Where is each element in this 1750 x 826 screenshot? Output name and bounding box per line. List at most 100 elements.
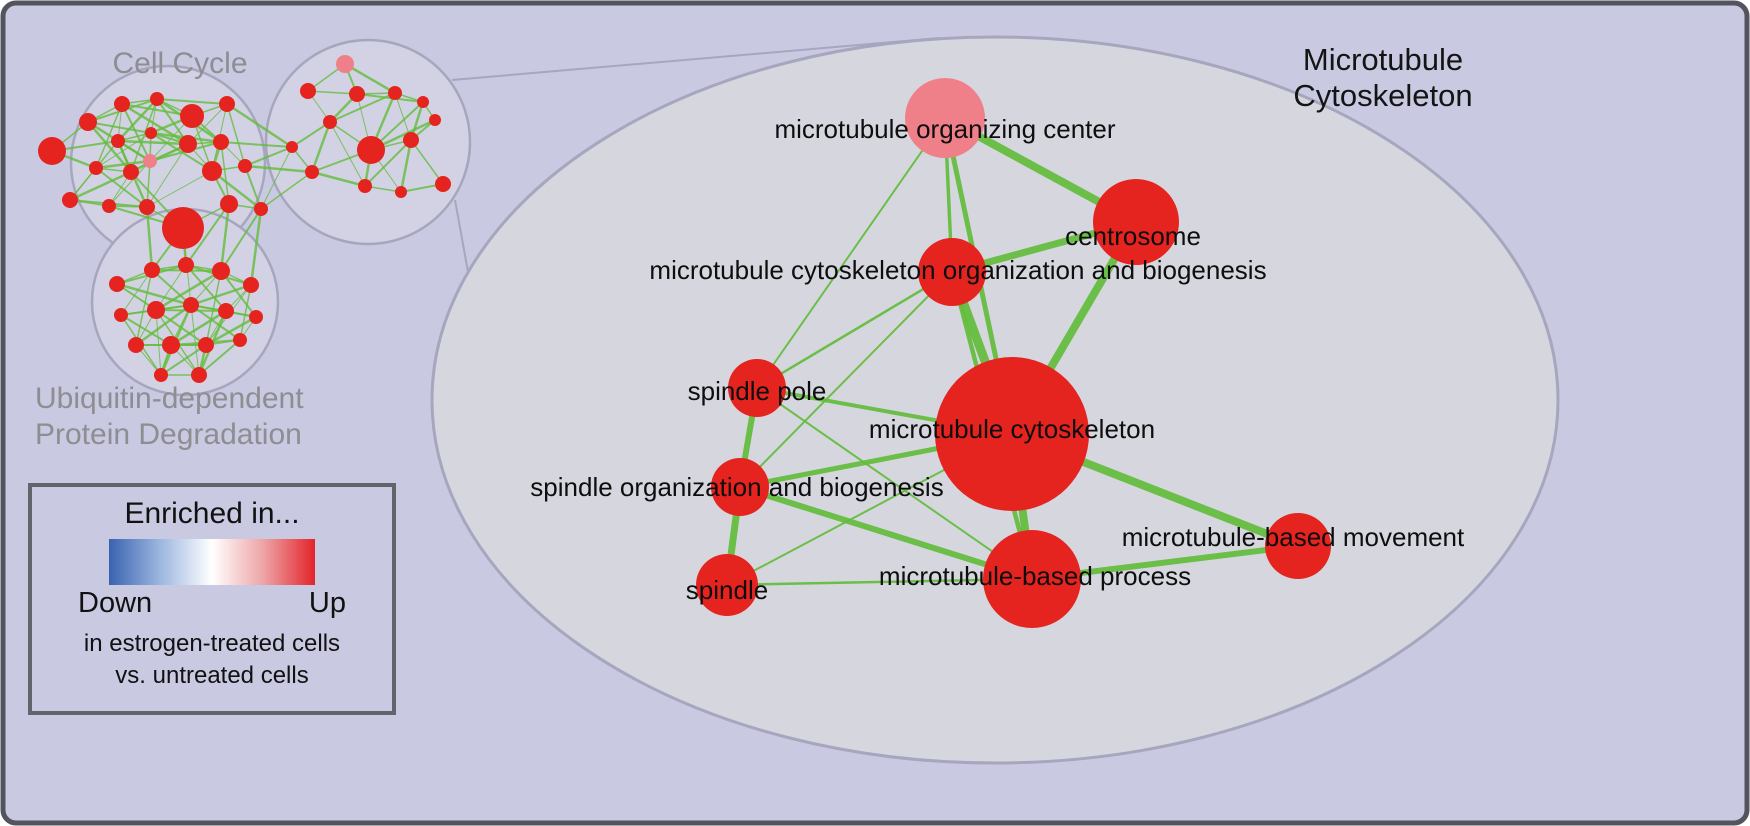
overview-node-22[interactable] (300, 83, 316, 99)
overview-node-36[interactable] (144, 262, 160, 278)
overview-edge (190, 304, 200, 376)
overview-node-28[interactable] (403, 132, 419, 148)
cluster-label-ubiquitin-line1: Ubiquitin-dependent (35, 382, 304, 415)
overview-node-5[interactable] (219, 96, 235, 112)
overview-network-nodes (38, 55, 451, 383)
node-sp[interactable] (728, 359, 786, 417)
overview-edge (145, 205, 154, 272)
overview-node-39[interactable] (243, 277, 259, 293)
overview-edge (160, 344, 207, 376)
overview-node-34[interactable] (429, 114, 441, 126)
overview-node-7[interactable] (145, 127, 157, 139)
overview-edge (120, 269, 153, 316)
legend: Enriched in... Down Up in estrogen-treat… (28, 483, 396, 715)
edge-spn-proc (725, 577, 1034, 587)
edge-so-proc (737, 484, 1035, 582)
overview-node-11[interactable] (89, 161, 103, 175)
node-label-org: microtubule cytoskeleton organization an… (649, 255, 1266, 285)
node-mtc[interactable] (935, 357, 1089, 511)
node-label-sp: spindle pole (688, 376, 827, 406)
overview-node-47[interactable] (198, 337, 214, 353)
overview-node-15[interactable] (62, 192, 78, 208)
legend-title: Enriched in... (124, 497, 300, 530)
overview-edge (155, 264, 187, 311)
overview-node-41[interactable] (147, 301, 165, 319)
node-mov[interactable] (1265, 513, 1331, 579)
overview-node-38[interactable] (212, 262, 230, 280)
overview-edge (219, 202, 231, 273)
overview-node-6[interactable] (111, 134, 125, 148)
overview-node-18[interactable] (162, 207, 204, 249)
overview-edge (130, 98, 158, 173)
node-spn[interactable] (696, 554, 758, 616)
node-so[interactable] (711, 458, 769, 516)
overview-node-35[interactable] (109, 276, 125, 292)
overview-node-26[interactable] (323, 115, 337, 129)
overview-node-33[interactable] (305, 165, 319, 179)
overview-node-42[interactable] (183, 297, 199, 313)
overview-node-31[interactable] (395, 186, 407, 198)
node-label-so: spindle organization and biogenesis (530, 472, 943, 502)
overview-edge (260, 146, 293, 210)
overview-node-19[interactable] (220, 195, 238, 213)
overview-node-25[interactable] (417, 96, 429, 108)
node-moc[interactable] (905, 78, 985, 158)
overview-node-49[interactable] (154, 368, 168, 382)
overview-node-24[interactable] (388, 86, 402, 100)
node-cen[interactable] (1093, 179, 1179, 265)
overview-node-21[interactable] (336, 55, 354, 73)
overview-node-17[interactable] (139, 199, 155, 215)
overview-edge (205, 270, 222, 346)
overview-edge (329, 92, 396, 123)
overview-edge (146, 170, 213, 208)
node-proc[interactable] (983, 530, 1081, 628)
overview-node-16[interactable] (102, 199, 116, 213)
overview-node-2[interactable] (114, 96, 130, 112)
overview-node-37[interactable] (178, 257, 194, 273)
overview-node-0[interactable] (38, 137, 66, 165)
cluster-label-cell-cycle: Cell Cycle (112, 47, 247, 80)
overview-node-30[interactable] (358, 179, 372, 193)
overview-edge (356, 93, 424, 103)
overview-node-8[interactable] (143, 154, 157, 168)
overview-node-50[interactable] (191, 367, 207, 383)
overview-edge (244, 146, 293, 167)
edge-org-sp (755, 270, 954, 390)
overview-node-29[interactable] (435, 176, 451, 192)
overview-node-48[interactable] (233, 333, 247, 347)
overview-edge (243, 164, 314, 174)
overview-edge (129, 142, 190, 174)
legend-caption-line2: vs. untreated cells (115, 662, 309, 690)
overview-node-4[interactable] (180, 104, 204, 128)
overview-node-40[interactable] (114, 308, 128, 322)
overview-node-9[interactable] (179, 135, 197, 153)
overview-node-23[interactable] (349, 86, 365, 102)
overview-edge (220, 141, 230, 205)
overview-node-1[interactable] (79, 113, 97, 131)
overview-edge (291, 121, 331, 148)
overview-node-45[interactable] (128, 337, 144, 353)
overview-node-12[interactable] (123, 164, 139, 180)
node-org[interactable] (918, 238, 986, 306)
overview-edge (134, 303, 193, 347)
node-label-mov: microtubule-based movement (1122, 522, 1465, 552)
legend-gradient-bar (109, 539, 315, 585)
overview-node-10[interactable] (213, 134, 229, 150)
overview-node-3[interactable] (150, 92, 164, 106)
overview-edge (210, 169, 263, 211)
edge-org-so (739, 271, 953, 488)
overview-node-20[interactable] (254, 202, 268, 216)
overview-node-13[interactable] (202, 161, 222, 181)
overview-node-27[interactable] (357, 136, 385, 164)
overview-node-46[interactable] (162, 336, 180, 354)
overview-edge (260, 171, 313, 210)
overview-node-43[interactable] (218, 303, 234, 319)
overview-edge (156, 98, 228, 105)
overview-edge (95, 132, 152, 169)
overview-node-44[interactable] (249, 310, 263, 324)
overview-node-14[interactable] (238, 159, 252, 173)
node-label-cen: centrosome (1065, 221, 1201, 251)
overview-node-32[interactable] (286, 141, 298, 153)
